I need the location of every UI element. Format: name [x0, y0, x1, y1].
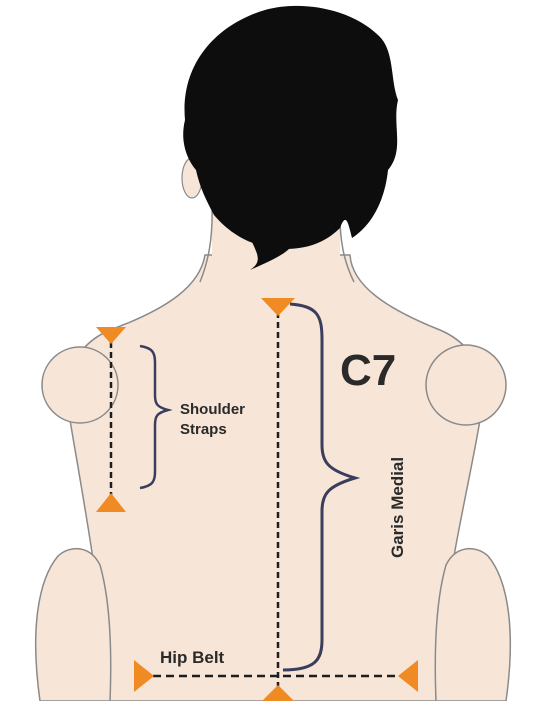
torso — [68, 255, 483, 701]
hair — [183, 6, 398, 249]
c7-label: C7 — [340, 346, 396, 395]
hip-belt-label: Hip Belt — [160, 648, 225, 667]
garis-medial-label: Garis Medial — [388, 457, 407, 558]
shoulder-straps-label-line2: Straps — [180, 421, 227, 438]
right-shoulder-joint — [426, 345, 506, 425]
shoulder-straps-label-line1: Shoulder — [180, 401, 245, 418]
left-shoulder-joint — [42, 347, 118, 423]
